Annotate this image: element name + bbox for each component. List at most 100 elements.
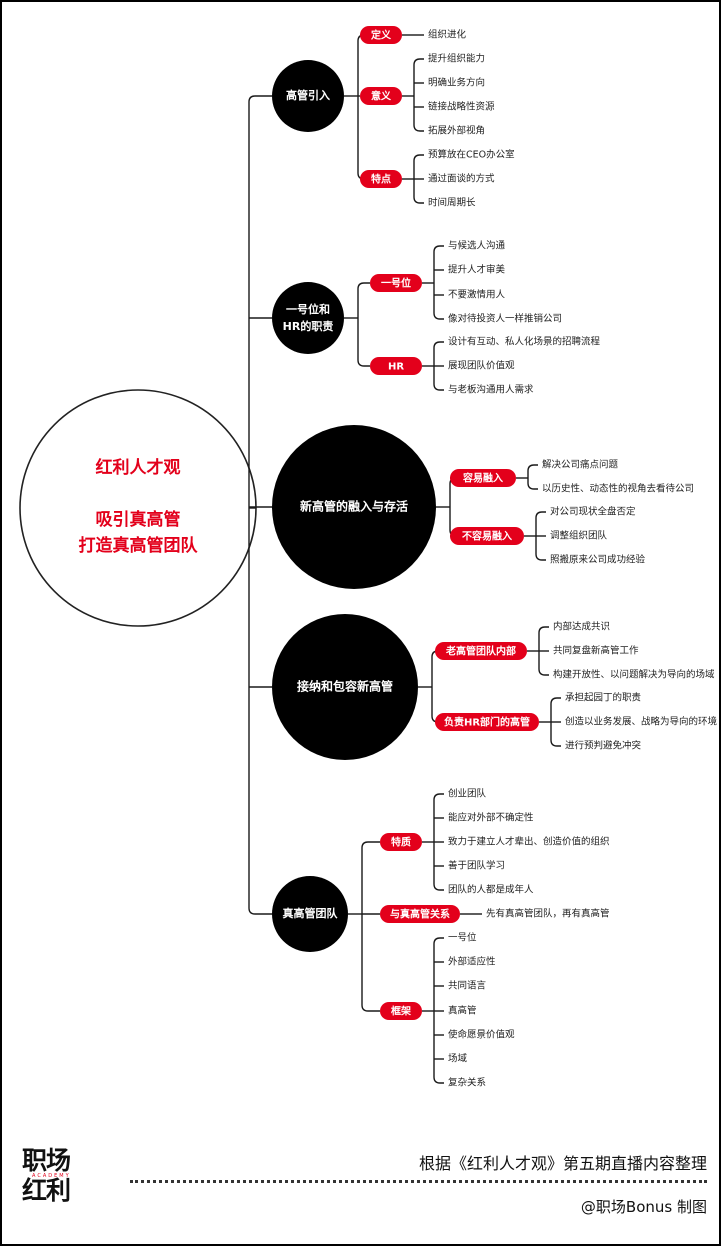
leaf-text: 进行预判避免冲突 (565, 740, 642, 752)
branch-node-b3 (272, 425, 436, 589)
tag-label: 不容易融入 (462, 530, 512, 543)
leaf-text: 共同复盘新高管工作 (553, 645, 639, 657)
tag-label: 框架 (391, 1005, 411, 1018)
tag-pill (380, 1002, 422, 1020)
tag-label: 容易融入 (462, 472, 503, 485)
leaf-text: 时间周期长 (428, 197, 476, 209)
leaf-text: 提升组织能力 (428, 53, 485, 65)
leaf-text: 能应对外部不确定性 (448, 812, 534, 824)
leaf-connector (413, 124, 424, 132)
leaf-text: 对公司现状全盘否定 (550, 506, 636, 518)
tag-pill (370, 357, 422, 375)
leaf-connector (433, 383, 444, 391)
branch-label: 一号位和 (286, 302, 330, 316)
leaf-connector (433, 793, 444, 801)
root-line-3: 打造真高管团队 (79, 535, 199, 556)
leaf-connector (535, 553, 546, 561)
leaf-connector (433, 341, 444, 349)
leaf-text: 展现团队价值观 (448, 360, 515, 372)
leaf-text: 调整组织团队 (550, 530, 608, 542)
tag-pill (435, 642, 527, 660)
leaf-connector (413, 58, 424, 66)
root-title: 红利人才观 (96, 457, 181, 478)
leaf-text: 创造以业务发展、战略为导向的环境 (565, 716, 718, 728)
leaf-text: 构建开放性、以问题解决为导向的场域 (553, 669, 715, 681)
tag-label: 一号位 (381, 277, 411, 290)
leaf-text: 拓展外部视角 (428, 125, 485, 137)
leaf-text: 场域 (448, 1053, 468, 1065)
tag-label: 特点 (371, 173, 391, 186)
branch-label: 真高管团队 (283, 906, 339, 920)
branch-node-b4 (272, 614, 418, 760)
branch-label: 接纳和包容新高管 (297, 679, 393, 694)
source-note: 根据《红利人才观》第五期直播内容整理 (418, 1154, 707, 1173)
leaf-text: 链接战略性资源 (428, 101, 495, 113)
footer (0, 1130, 721, 1246)
tag-connector (357, 359, 370, 367)
branch-connector (248, 95, 272, 103)
tag-connector (361, 1004, 380, 1012)
tag-label: 特质 (391, 836, 411, 849)
tag-label: 定义 (371, 29, 392, 42)
leaf-connector (433, 1076, 444, 1084)
leaf-text: 创业团队 (448, 788, 487, 800)
brand-logo: 职场 红利 ACADEMY (22, 1146, 82, 1206)
leaf-text: 复杂关系 (448, 1077, 486, 1089)
leaf-text: 承担起园丁的职责 (565, 692, 641, 704)
tag-pill (360, 170, 402, 188)
leaf-text: 真高管 (448, 1005, 477, 1017)
leaf-text: 像对待投资人一样推销公司 (448, 313, 562, 325)
tag-label: 与真高管关系 (390, 908, 450, 921)
tag-pill (370, 274, 422, 292)
tag-pill (435, 713, 539, 731)
leaf-connector (538, 626, 549, 634)
branch-label: 高管引入 (286, 88, 330, 102)
leaf-text: 善于团队学习 (448, 860, 505, 872)
leaf-text: 组织进化 (428, 29, 467, 41)
tag-pill (450, 469, 516, 487)
leaf-connector (527, 482, 538, 490)
leaf-text: 明确业务方向 (428, 77, 485, 89)
tag-label: 老高管团队内部 (445, 645, 516, 658)
leaf-connector (433, 883, 444, 891)
leaf-connector (413, 196, 424, 204)
leaf-connector (413, 154, 424, 162)
leaf-text: 与候选人沟通 (448, 240, 506, 252)
root-circle (19, 389, 257, 627)
tag-pill (360, 87, 402, 105)
leaf-connector (538, 668, 549, 676)
branch-label: 新高管的融入与存活 (300, 499, 408, 514)
tag-label: HR (388, 362, 404, 373)
leaf-text: 先有真高管团队，再有真高管 (486, 908, 610, 920)
author-credit: @职场Bonus 制图 (580, 1198, 707, 1216)
leaf-text: 内部达成共识 (553, 621, 610, 633)
tag-pill (450, 527, 524, 545)
tag-label: 意义 (371, 90, 392, 103)
leaf-text: 团队的人都是成年人 (448, 884, 534, 896)
leaf-connector (433, 937, 444, 945)
dotted-divider (130, 1180, 707, 1183)
logo-academy-text: ACADEMY (32, 1173, 71, 1179)
leaf-text: 共同语言 (448, 980, 487, 992)
leaf-connector (433, 312, 444, 320)
tag-label: 负责HR部门的高管 (444, 716, 530, 729)
root-line-2: 吸引真高管 (96, 509, 181, 530)
tag-pill (380, 833, 422, 851)
leaf-text: 照搬原来公司成功经验 (550, 554, 646, 566)
tag-connector (357, 282, 370, 290)
leaf-text: 设计有互动、私人化场景的招聘流程 (448, 336, 601, 348)
logo-top-text: 职场 (22, 1146, 71, 1175)
leaf-text: 预算放在CEO办公室 (428, 149, 515, 161)
branch-node-b1 (272, 60, 344, 132)
leaf-connector (550, 739, 561, 747)
tag-pill (380, 905, 460, 923)
leaf-text: 通过面谈的方式 (428, 173, 495, 185)
leaf-text: 使命愿景价值观 (448, 1029, 515, 1041)
leaf-text: 与老板沟通用人需求 (448, 384, 534, 396)
branch-connector (248, 907, 272, 915)
leaf-connector (527, 464, 538, 472)
leaf-connector (433, 245, 444, 253)
leaf-text: 致力于建立人才辈出、创造价值的组织 (448, 836, 610, 848)
